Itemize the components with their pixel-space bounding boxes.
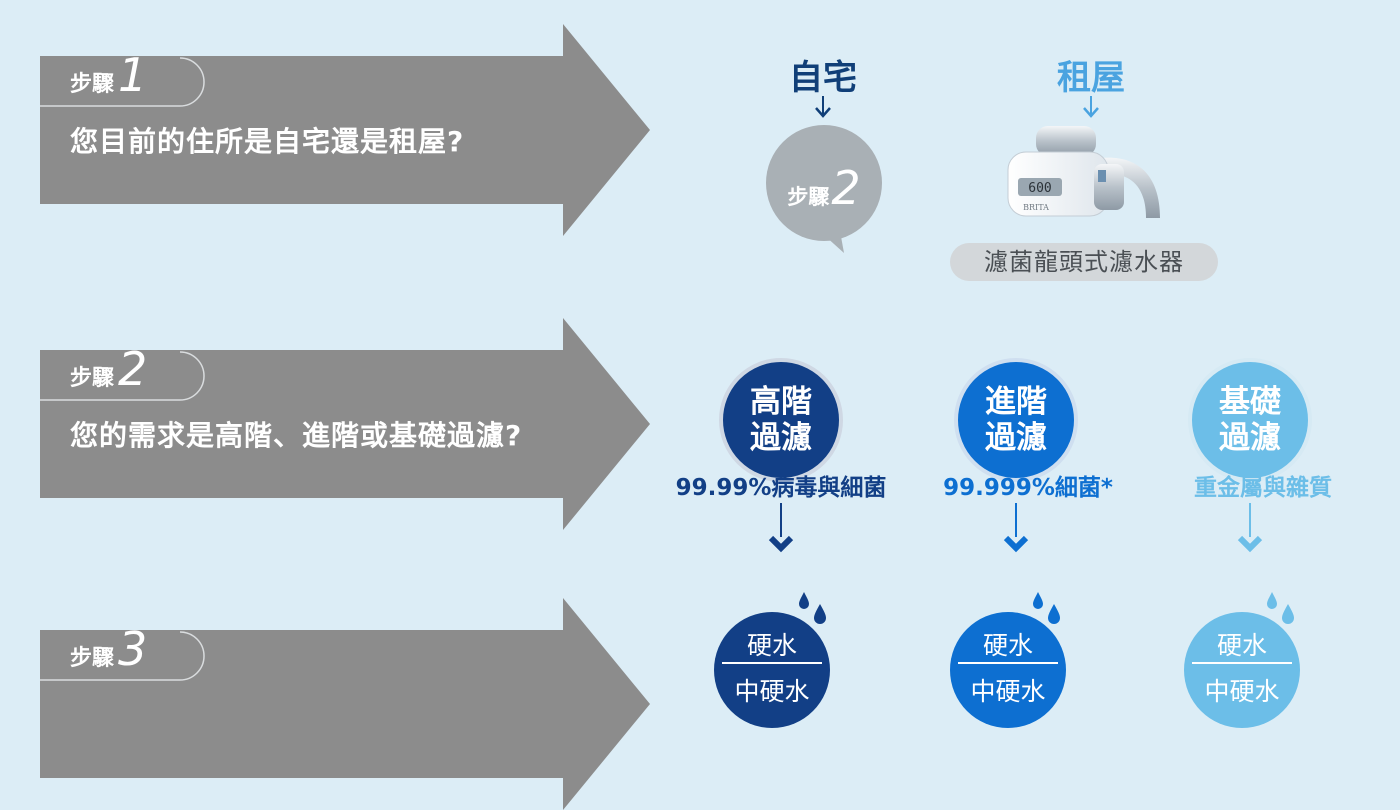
product-name-pill: 濾菌龍頭式濾水器 [950,243,1218,281]
brand-logo: BRITA [1023,203,1049,212]
filter-display: 600 [1028,181,1051,196]
step-number: 2 [118,342,148,396]
tier-advanced-circle[interactable]: 進階 過濾 [954,358,1078,482]
step-label: 步驟 [70,646,115,671]
tier-line1: 高階 [750,384,812,420]
arrow-down-icon [1083,96,1099,118]
water-drop-icon [799,592,826,624]
step-2-arrow: 步驟 2 您的需求是高階、進階或基礎過濾? [40,318,650,530]
speech-bubble-icon [766,125,882,253]
chevron-down-icon [768,535,794,553]
connector-line [780,503,782,537]
bubble-label: 步驟 2 [764,165,884,211]
arrow-down-icon [815,96,831,118]
step-number: 3 [118,622,148,676]
chevron-down-icon [1003,535,1029,553]
tier-line2: 過濾 [1219,420,1281,456]
tier-line1: 進階 [985,384,1047,420]
bubble-step-label: 步驟 [787,185,830,209]
divider [958,662,1058,664]
hardness-line1: 硬水 [1216,631,1267,660]
hardness-line2: 中硬水 [970,677,1046,706]
step-3-arrow: 步驟 3 [40,598,650,810]
step-3-tag: 步驟 3 [70,626,147,672]
step-1-question: 您目前的住所是自宅還是租屋? [70,125,465,158]
tier-premium-circle[interactable]: 高階 過濾 [719,358,843,482]
tier-premium-tagline: 99.99%病毒與細菌 [675,475,887,501]
step-1-tag: 步驟 1 [70,52,147,98]
hardness-line1: 硬水 [982,631,1033,660]
chevron-down-icon [1237,535,1263,553]
step-arrow-shape [40,24,650,236]
connector-line [1015,503,1017,537]
option-own-home[interactable]: 自宅 [789,58,857,98]
water-drop-icon [1033,592,1060,624]
connector-line [1249,503,1251,537]
divider [722,662,822,664]
step-label: 步驟 [70,72,115,97]
step-1-arrow: 步驟 1 您目前的住所是自宅還是租屋? [40,24,650,236]
hardness-line1: 硬水 [746,631,797,660]
divider [1192,662,1292,664]
step-label: 步驟 [70,366,115,391]
step-number: 1 [118,48,148,102]
tier-line2: 過濾 [985,420,1047,456]
hardness-line2: 中硬水 [1204,677,1280,706]
tier-line2: 過濾 [750,420,812,456]
tier-basic-circle[interactable]: 基礎 過濾 [1188,358,1312,482]
bubble-step-number: 2 [831,161,861,215]
tier-advanced-tagline: 99.999%細菌* [943,475,1113,501]
option-rental[interactable]: 租屋 [1057,58,1125,98]
step-arrow-shape [40,318,650,530]
go-to-step-2-bubble[interactable]: 步驟 2 [764,125,884,255]
tier-basic-tagline: 重金屬與雜質 [1194,475,1332,501]
step-2-question: 您的需求是高階、進階或基礎過濾? [70,419,523,452]
hardness-line2: 中硬水 [734,677,810,706]
tier-line1: 基礎 [1219,384,1281,420]
water-drop-icon [1267,592,1294,624]
step-2-tag: 步驟 2 [70,346,147,392]
faucet-filter-image: 600 BRITA [1007,126,1160,218]
